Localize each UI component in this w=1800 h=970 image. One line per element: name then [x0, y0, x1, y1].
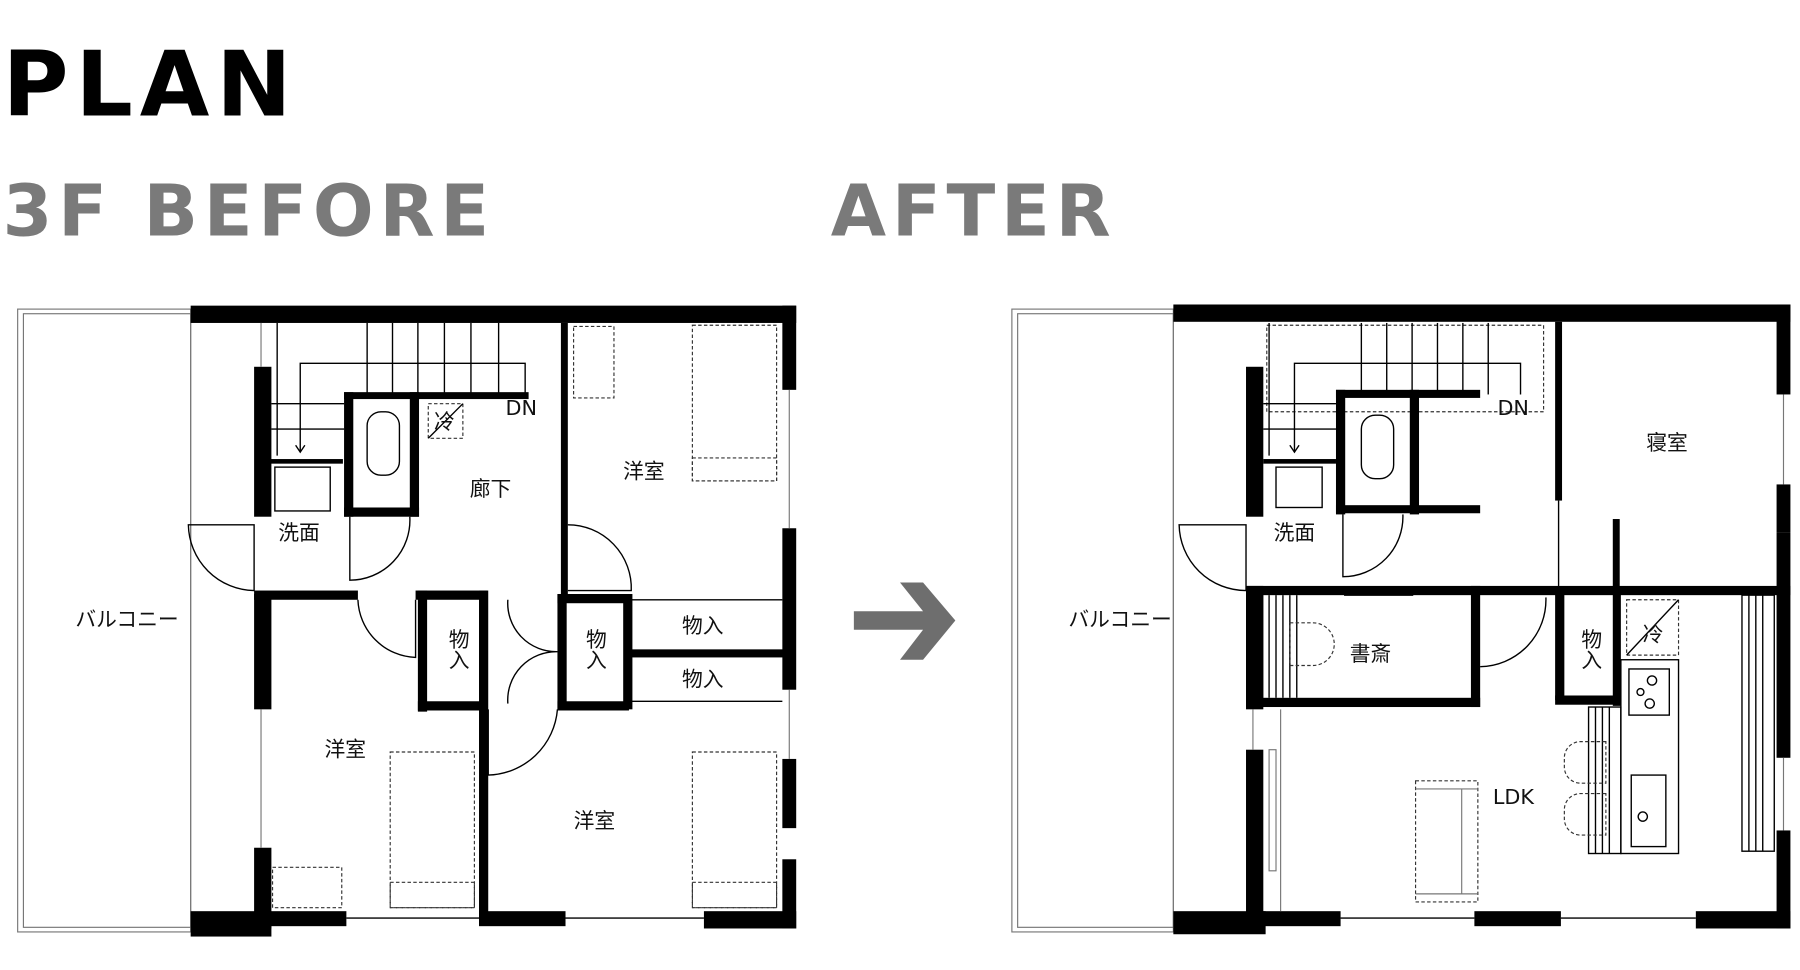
closet-label: 物入: [1578, 629, 1602, 671]
desk-icon: [573, 325, 615, 399]
after-floor-plan: バルコニー 洗面 DN 寝室 書斎 物入 冷 LDK: [1011, 304, 1791, 935]
toilet-icon: [1360, 414, 1395, 480]
balcony-label: バルコニー: [75, 607, 178, 631]
door-swing: [187, 524, 255, 592]
bed-icon: [691, 324, 778, 482]
fridge-label: 冷: [434, 410, 455, 434]
closet-label: 物入: [682, 614, 724, 638]
corridor-label: 廊下: [470, 477, 512, 501]
closet-label: 物入: [582, 629, 606, 671]
closet-label: 物入: [445, 629, 469, 671]
closet-label: 物入: [682, 667, 724, 691]
chair-icon: [1289, 622, 1335, 667]
washroom-label: 洗面: [1274, 521, 1316, 545]
door-swing: [349, 516, 411, 581]
counter-shelf: [1587, 594, 1775, 855]
bookshelf: [1268, 595, 1298, 698]
staircase: [1263, 322, 1545, 456]
sofa-icon: [1414, 780, 1479, 903]
washroom-label: 洗面: [278, 521, 320, 545]
arrow-right-icon: [853, 582, 956, 660]
page-title: PLAN: [3, 32, 299, 137]
fridge-icon: [427, 403, 464, 439]
bedroom-label: 寝室: [1646, 431, 1688, 455]
kitchen-sink-icon: [1630, 774, 1667, 848]
bed-icon: [691, 751, 778, 909]
stool-icon: [1563, 792, 1607, 836]
room-south-label: 洋室: [574, 809, 616, 833]
down-label: DN: [1497, 396, 1528, 420]
fridge-label: 冷: [1643, 622, 1664, 646]
desk-icon: [271, 866, 343, 909]
toilet-icon: [366, 411, 401, 476]
sink-icon: [274, 466, 331, 512]
balcony-label: バルコニー: [1068, 607, 1171, 631]
before-floor-plan: バルコニー 洗面 廊下 DN 冷 洋室 洋室 洋室 物入 物入 物入 物入: [17, 305, 797, 937]
ldk-label: LDK: [1493, 785, 1536, 809]
down-label: DN: [506, 396, 538, 420]
stove-icon: [1628, 668, 1671, 716]
before-heading: 3F BEFORE: [3, 169, 495, 252]
fridge-icon: [1626, 599, 1680, 656]
sink-icon: [1275, 466, 1323, 509]
room-west-label: 洋室: [324, 738, 366, 762]
after-heading: AFTER: [831, 169, 1117, 252]
bed-icon: [389, 751, 475, 909]
stool-icon: [1563, 741, 1607, 784]
staircase: [271, 322, 526, 456]
study-label: 書斎: [1350, 642, 1392, 666]
room-north-label: 洋室: [623, 460, 665, 484]
